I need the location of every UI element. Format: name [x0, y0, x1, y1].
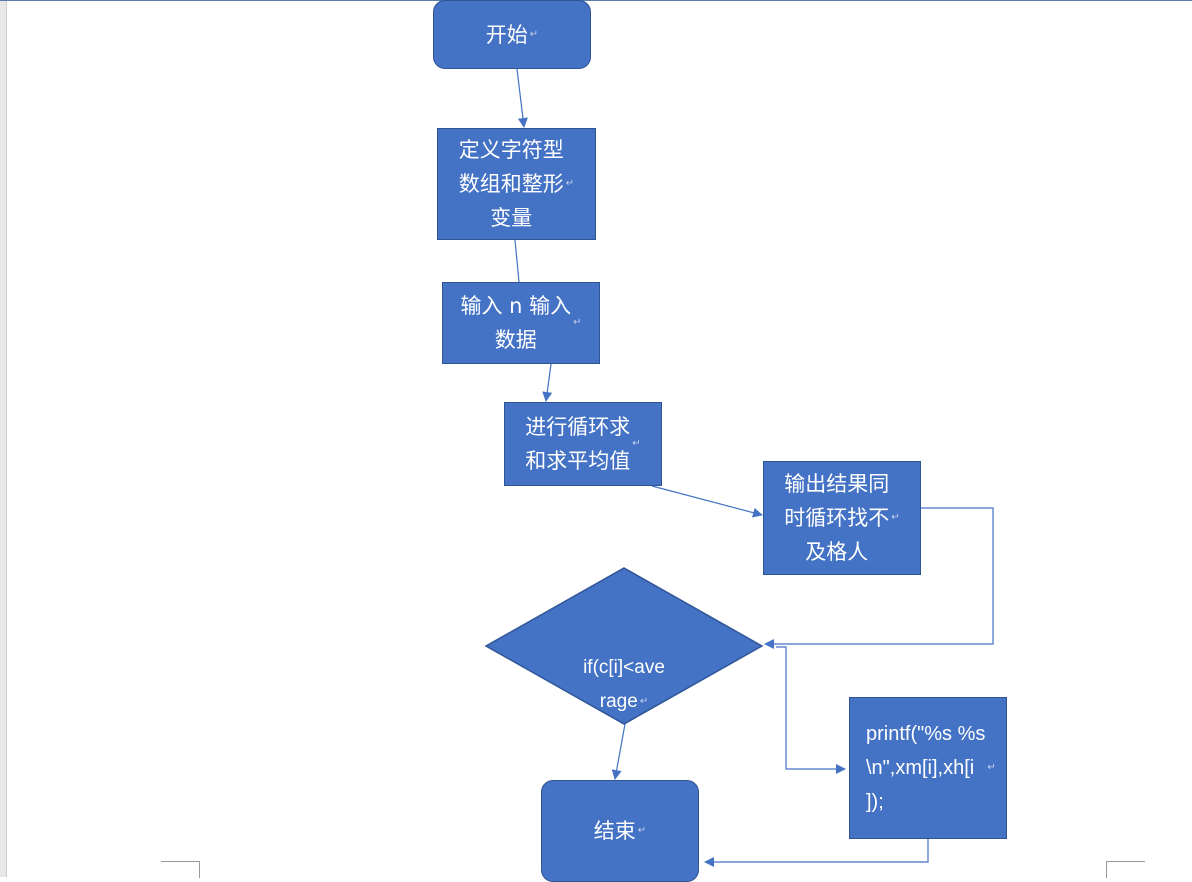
decision-diamond — [484, 567, 764, 725]
connector-compute-to-output — [651, 485, 763, 518]
output-node: 输出结果同 时循环找不 及格人↵ — [763, 461, 921, 575]
connector-output-to-condition — [764, 507, 994, 649]
paragraph-mark: ↵ — [565, 178, 575, 189]
print-statement-node: printf("%s %s \n",xm[i],xh[i ]);↵ — [849, 697, 1007, 839]
paragraph-mark: ↵ — [639, 696, 649, 707]
paragraph-mark: ↵ — [637, 825, 647, 836]
paragraph-mark: ↵ — [632, 438, 641, 449]
connector-define-to-input — [514, 239, 520, 283]
paragraph-mark: ↵ — [573, 317, 582, 328]
print-statement-label: printf("%s %s \n",xm[i],xh[i ]); — [866, 723, 986, 813]
page-top-rule — [0, 0, 1192, 1]
connector-input-to-compute — [542, 363, 553, 402]
output-label: 输出结果同 时循环找不 及格人 — [784, 472, 890, 564]
connector-start-to-define — [516, 68, 528, 128]
define-variables-label: 定义字符型 数组和整形 变量 — [458, 138, 564, 230]
input-label: 输入 n 输入 数据 — [460, 294, 572, 352]
page-margin-left — [0, 0, 7, 877]
page-corner-mark-right — [1106, 861, 1145, 878]
connector-print-to-end — [704, 839, 929, 867]
define-variables-node: 定义字符型 数组和整形 变量↵ — [437, 128, 596, 240]
paragraph-mark: ↵ — [987, 762, 996, 773]
end-node: 结束↵ — [541, 780, 699, 882]
input-node: 输入 n 输入 数据↵ — [442, 282, 600, 364]
connector-condition-to-end — [611, 723, 626, 780]
start-label: 开始 — [485, 22, 528, 47]
compute-average-label: 进行循环求 和求平均值 — [525, 415, 631, 473]
connector-condition-to-print — [776, 646, 846, 774]
page-corner-mark-left — [161, 861, 200, 878]
paragraph-mark: ↵ — [891, 512, 900, 523]
condition-label: if(c[i]<ave rage — [583, 657, 665, 713]
compute-average-node: 进行循环求 和求平均值↵ — [504, 402, 662, 486]
start-node: 开始↵ — [433, 0, 591, 69]
end-label: 结束 — [593, 819, 636, 843]
condition-label-wrap: if(c[i]<ave rage↵ — [554, 617, 694, 719]
paragraph-mark: ↵ — [529, 28, 539, 40]
